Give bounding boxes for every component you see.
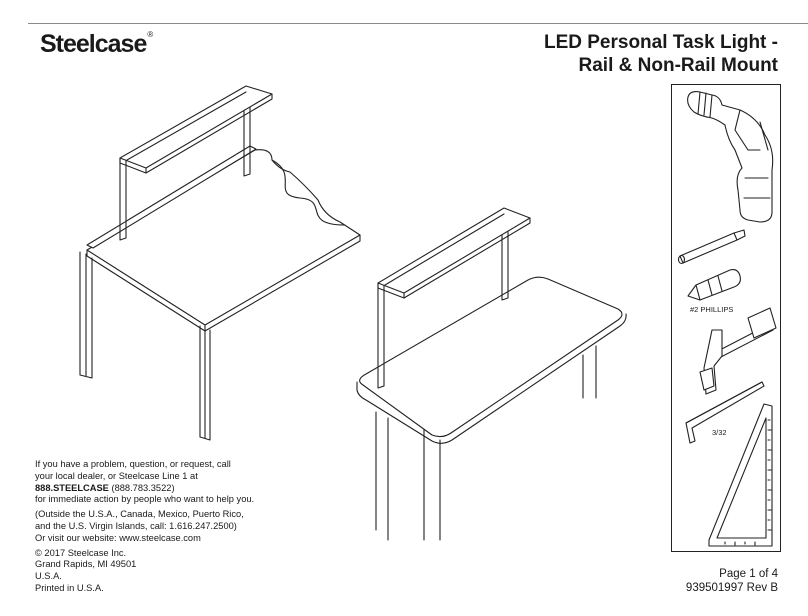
contact-paragraph: If you have a problem, question, or requ… <box>35 459 295 506</box>
title-line-1: LED Personal Task Light - <box>543 32 778 53</box>
phillips-bit-icon <box>687 269 741 301</box>
document-number: 939501997 Rev B <box>685 582 778 594</box>
top-rule <box>28 23 808 24</box>
bit-extension-icon <box>677 229 746 265</box>
address-paragraph: © 2017 Steelcase Inc. Grand Rapids, MI 4… <box>35 548 295 583</box>
tools-required-box <box>671 84 781 552</box>
outside-line-2: and the U.S. Virgin Islands, call: 1.616… <box>35 520 237 531</box>
copyright-line: © 2017 Steelcase Inc. <box>35 547 127 558</box>
contact-line-4: for immediate action by people who want … <box>35 494 255 505</box>
phillips-bit-label: #2 PHILLIPS <box>690 305 734 314</box>
outside-line-1: (Outside the U.S.A., Canada, Mexico, Pue… <box>35 509 244 520</box>
contact-line-1: If you have a problem, question, or requ… <box>35 459 231 469</box>
page-info: Page 1 of 4 939501997 Rev B <box>686 567 778 595</box>
steelcase-logo: Steelcase® <box>40 30 153 58</box>
contact-info: If you have a problem, question, or requ… <box>35 459 295 586</box>
outside-paragraph: (Outside the U.S.A., Canada, Mexico, Pue… <box>35 509 295 544</box>
clamp-icon <box>699 307 777 395</box>
document-title: LED Personal Task Light - Rail & Non-Rai… <box>544 31 778 77</box>
phone-bold: 888.STEELCASE <box>35 482 109 493</box>
hex-key-size-label: 3/32 <box>712 428 727 437</box>
carpenter-square-icon <box>708 403 773 547</box>
page-number: Page 1 of 4 <box>719 568 778 580</box>
city-line: Grand Rapids, MI 49501 <box>35 559 137 570</box>
contact-phone: 888.STEELCASE (888.783.3522) <box>35 483 295 495</box>
country-line: U.S.A. <box>35 571 62 582</box>
phone-number: (888.783.3522) <box>108 482 175 493</box>
rail-desk-illustration <box>79 85 361 441</box>
website-line: Or visit our website: www.steelcase.com <box>35 532 201 543</box>
contact-line-2: your local dealer, or Steelcase Line 1 a… <box>35 470 198 481</box>
non-rail-desk-illustration <box>356 207 627 541</box>
drill-icon <box>687 91 774 223</box>
hex-key-icon <box>685 381 765 444</box>
printed-in: Printed in U.S.A. <box>35 583 104 593</box>
title-line-2: Rail & Non-Rail Mount <box>578 55 778 76</box>
